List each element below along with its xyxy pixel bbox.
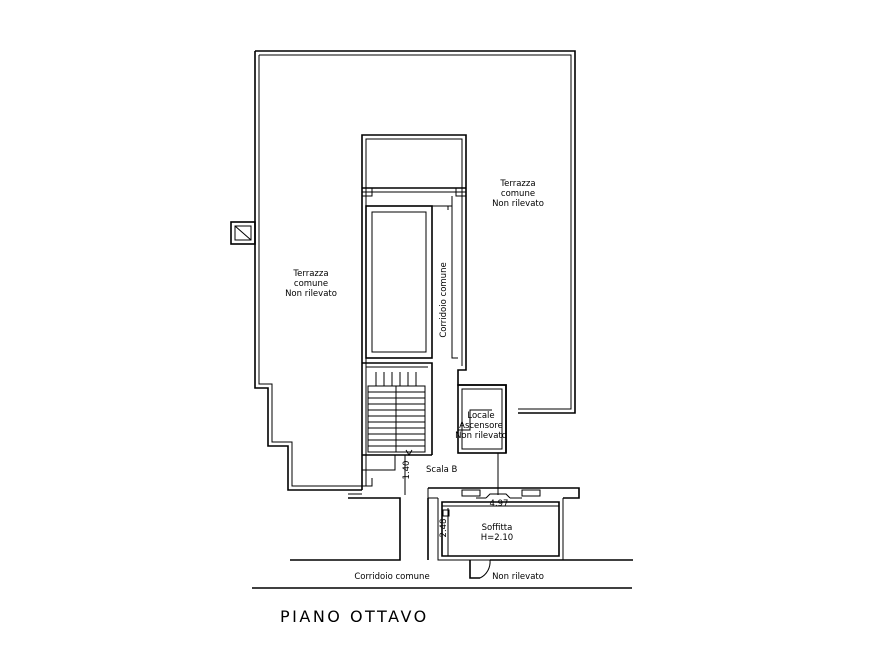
stair-flights (367, 372, 426, 456)
lower-corridor (252, 493, 633, 589)
terrazza-right-line3: Non rilevato (492, 199, 544, 209)
corridoio-vertical-label: Corridoio comune (439, 262, 449, 337)
vent-symbol (230, 221, 256, 245)
scala-label: Scala B (426, 465, 458, 475)
locale-line3: Non rilevato (455, 431, 507, 441)
locale-line2: Ascensore (459, 421, 503, 431)
dimension-248: 2.48 (439, 519, 449, 538)
soffitta-height: H=2.10 (481, 533, 513, 543)
dimension-497: 4.97 (490, 499, 509, 509)
plan-title: PIANO OTTAVO (280, 607, 429, 626)
dimension-140: 1.40 (402, 461, 412, 480)
non-rilevato-bottom-label: Non rilevato (492, 572, 544, 582)
terrace-outline (254, 50, 576, 491)
elevator-machine-room (457, 384, 507, 454)
corridoio-bottom-label: Corridoio comune (354, 572, 429, 582)
terrazza-left-line2: comune (294, 279, 328, 289)
terrazza-left-line1: Terrazza (292, 269, 328, 279)
locale-line1: Locale (467, 411, 494, 421)
terrazza-right-line2: comune (501, 189, 535, 199)
terrazza-right-line1: Terrazza (499, 179, 535, 189)
terrazza-left-line3: Non rilevato (285, 289, 337, 299)
central-core (361, 134, 507, 490)
soffitta-label: Soffitta (482, 523, 513, 533)
